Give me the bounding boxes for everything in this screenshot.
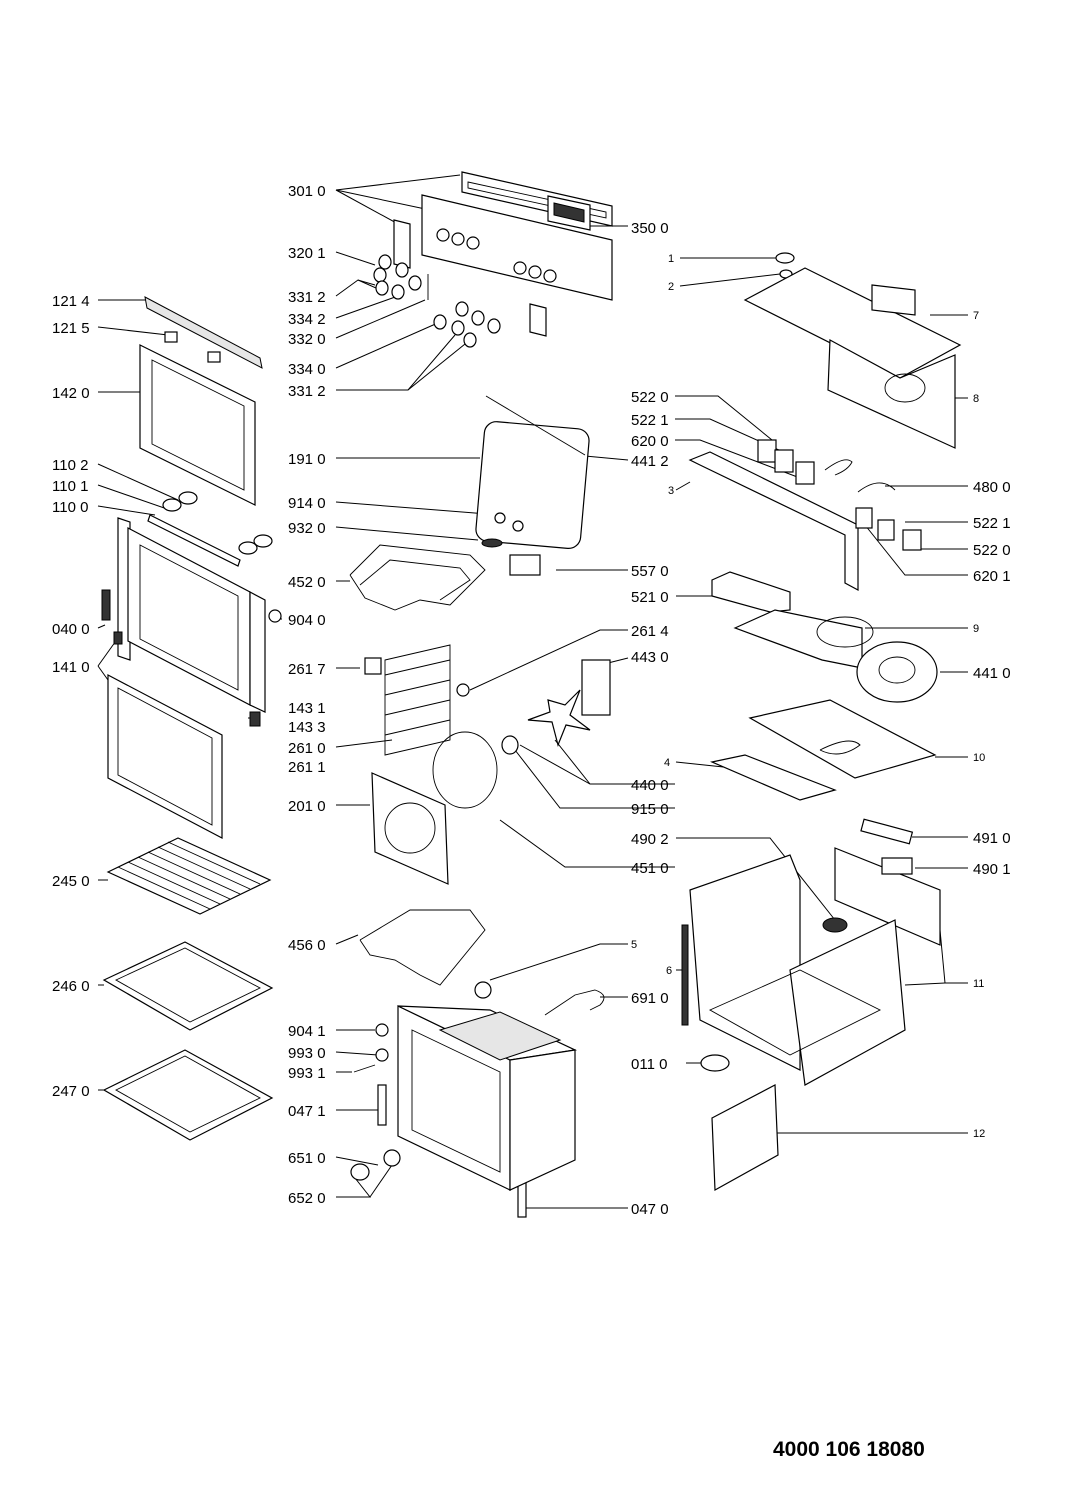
label-651-0: 651 0 — [288, 1150, 326, 1167]
label-191-0: 191 0 — [288, 451, 326, 468]
label-350-0: 350 0 — [631, 220, 669, 237]
label-261-1: 261 1 — [288, 759, 326, 776]
label-441-2: 441 2 — [631, 453, 669, 470]
knobs-upper — [373, 254, 429, 300]
label-440-0: 440 0 — [631, 777, 669, 794]
label-443-0: 443 0 — [631, 649, 669, 666]
leader-lines — [97, 174, 968, 1209]
label-456-0: 456 0 — [288, 937, 326, 954]
label-320-1: 320 1 — [288, 245, 326, 262]
label-914-0: 914 0 — [288, 495, 326, 512]
label-331-2-a: 331 2 — [288, 289, 326, 306]
label-121-4: 121 4 — [52, 293, 90, 310]
label-1: 1 — [668, 253, 674, 265]
drawing-number: 4000 106 18080 — [773, 1438, 925, 1461]
label-040-0: 040 0 — [52, 621, 90, 638]
label-261-4: 261 4 — [631, 623, 669, 640]
label-490-1: 490 1 — [973, 861, 1011, 878]
label-915-0: 915 0 — [631, 801, 669, 818]
label-993-0: 993 0 — [288, 1045, 326, 1062]
oven-cavity — [397, 1005, 578, 1191]
control-panel-parts — [373, 171, 613, 348]
label-2: 2 — [668, 281, 674, 293]
label-522-0-a: 522 0 — [631, 389, 669, 406]
label-334-0: 334 0 — [288, 361, 326, 378]
label-4: 4 — [664, 757, 670, 769]
label-11: 11 — [973, 978, 984, 990]
door-parts — [101, 296, 282, 839]
label-490-2: 490 2 — [631, 831, 669, 848]
knobs-lower — [433, 301, 501, 348]
label-246-0: 246 0 — [52, 978, 90, 995]
label-480-0: 480 0 — [973, 479, 1011, 496]
label-201-0: 201 0 — [288, 798, 326, 815]
label-011-0: 011 0 — [631, 1056, 667, 1073]
label-334-2: 334 2 — [288, 311, 326, 328]
label-441-0: 441 0 — [973, 665, 1011, 682]
label-522-0-b: 522 0 — [973, 542, 1011, 559]
label-143-1: 143 1 — [288, 700, 326, 717]
label-110-2: 110 2 — [52, 457, 88, 474]
right-column-parts — [681, 252, 962, 1191]
label-993-1: 993 1 — [288, 1065, 326, 1082]
part-labels: 301 0 350 0 320 1 331 2 334 2 332 0 334 … — [52, 183, 1011, 1218]
label-8: 8 — [973, 393, 979, 405]
label-522-1-b: 522 1 — [973, 515, 1011, 532]
label-5: 5 — [631, 939, 637, 951]
label-451-0: 451 0 — [631, 860, 669, 877]
label-110-1: 110 1 — [52, 478, 88, 495]
label-620-1: 620 1 — [973, 568, 1011, 585]
label-691-0: 691 0 — [631, 990, 669, 1007]
label-110-0: 110 0 — [52, 499, 88, 516]
label-121-5: 121 5 — [52, 320, 90, 337]
label-10: 10 — [973, 752, 985, 764]
label-904-1: 904 1 — [288, 1023, 326, 1040]
label-7: 7 — [973, 310, 979, 322]
label-452-0: 452 0 — [288, 574, 326, 591]
middle-column-parts — [349, 395, 611, 1218]
label-047-0: 047 0 — [631, 1201, 669, 1218]
label-904-0-a: 904 0 — [288, 612, 326, 629]
label-521-0: 521 0 — [631, 589, 669, 606]
label-557-0: 557 0 — [631, 563, 669, 580]
label-620-0: 620 0 — [631, 433, 669, 450]
label-6: 6 — [666, 965, 672, 977]
label-143-3: 143 3 — [288, 719, 326, 736]
label-261-7: 261 7 — [288, 661, 326, 678]
label-141-0: 141 0 — [52, 659, 90, 676]
label-652-0: 652 0 — [288, 1190, 326, 1207]
label-047-1: 047 1 — [288, 1103, 326, 1120]
label-261-0: 261 0 — [288, 740, 326, 757]
label-247-0: 247 0 — [52, 1083, 90, 1100]
label-932-0: 932 0 — [288, 520, 326, 537]
label-331-2-b: 331 2 — [288, 383, 326, 400]
label-522-1-a: 522 1 — [631, 412, 669, 429]
label-9: 9 — [973, 623, 979, 635]
label-301-0: 301 0 — [288, 183, 326, 200]
label-245-0: 245 0 — [52, 873, 90, 890]
label-12: 12 — [973, 1128, 985, 1140]
label-332-0: 332 0 — [288, 331, 326, 348]
label-142-0: 142 0 — [52, 385, 90, 402]
racks-and-trays — [102, 837, 274, 1141]
label-491-0: 491 0 — [973, 830, 1011, 847]
label-3: 3 — [668, 485, 674, 497]
